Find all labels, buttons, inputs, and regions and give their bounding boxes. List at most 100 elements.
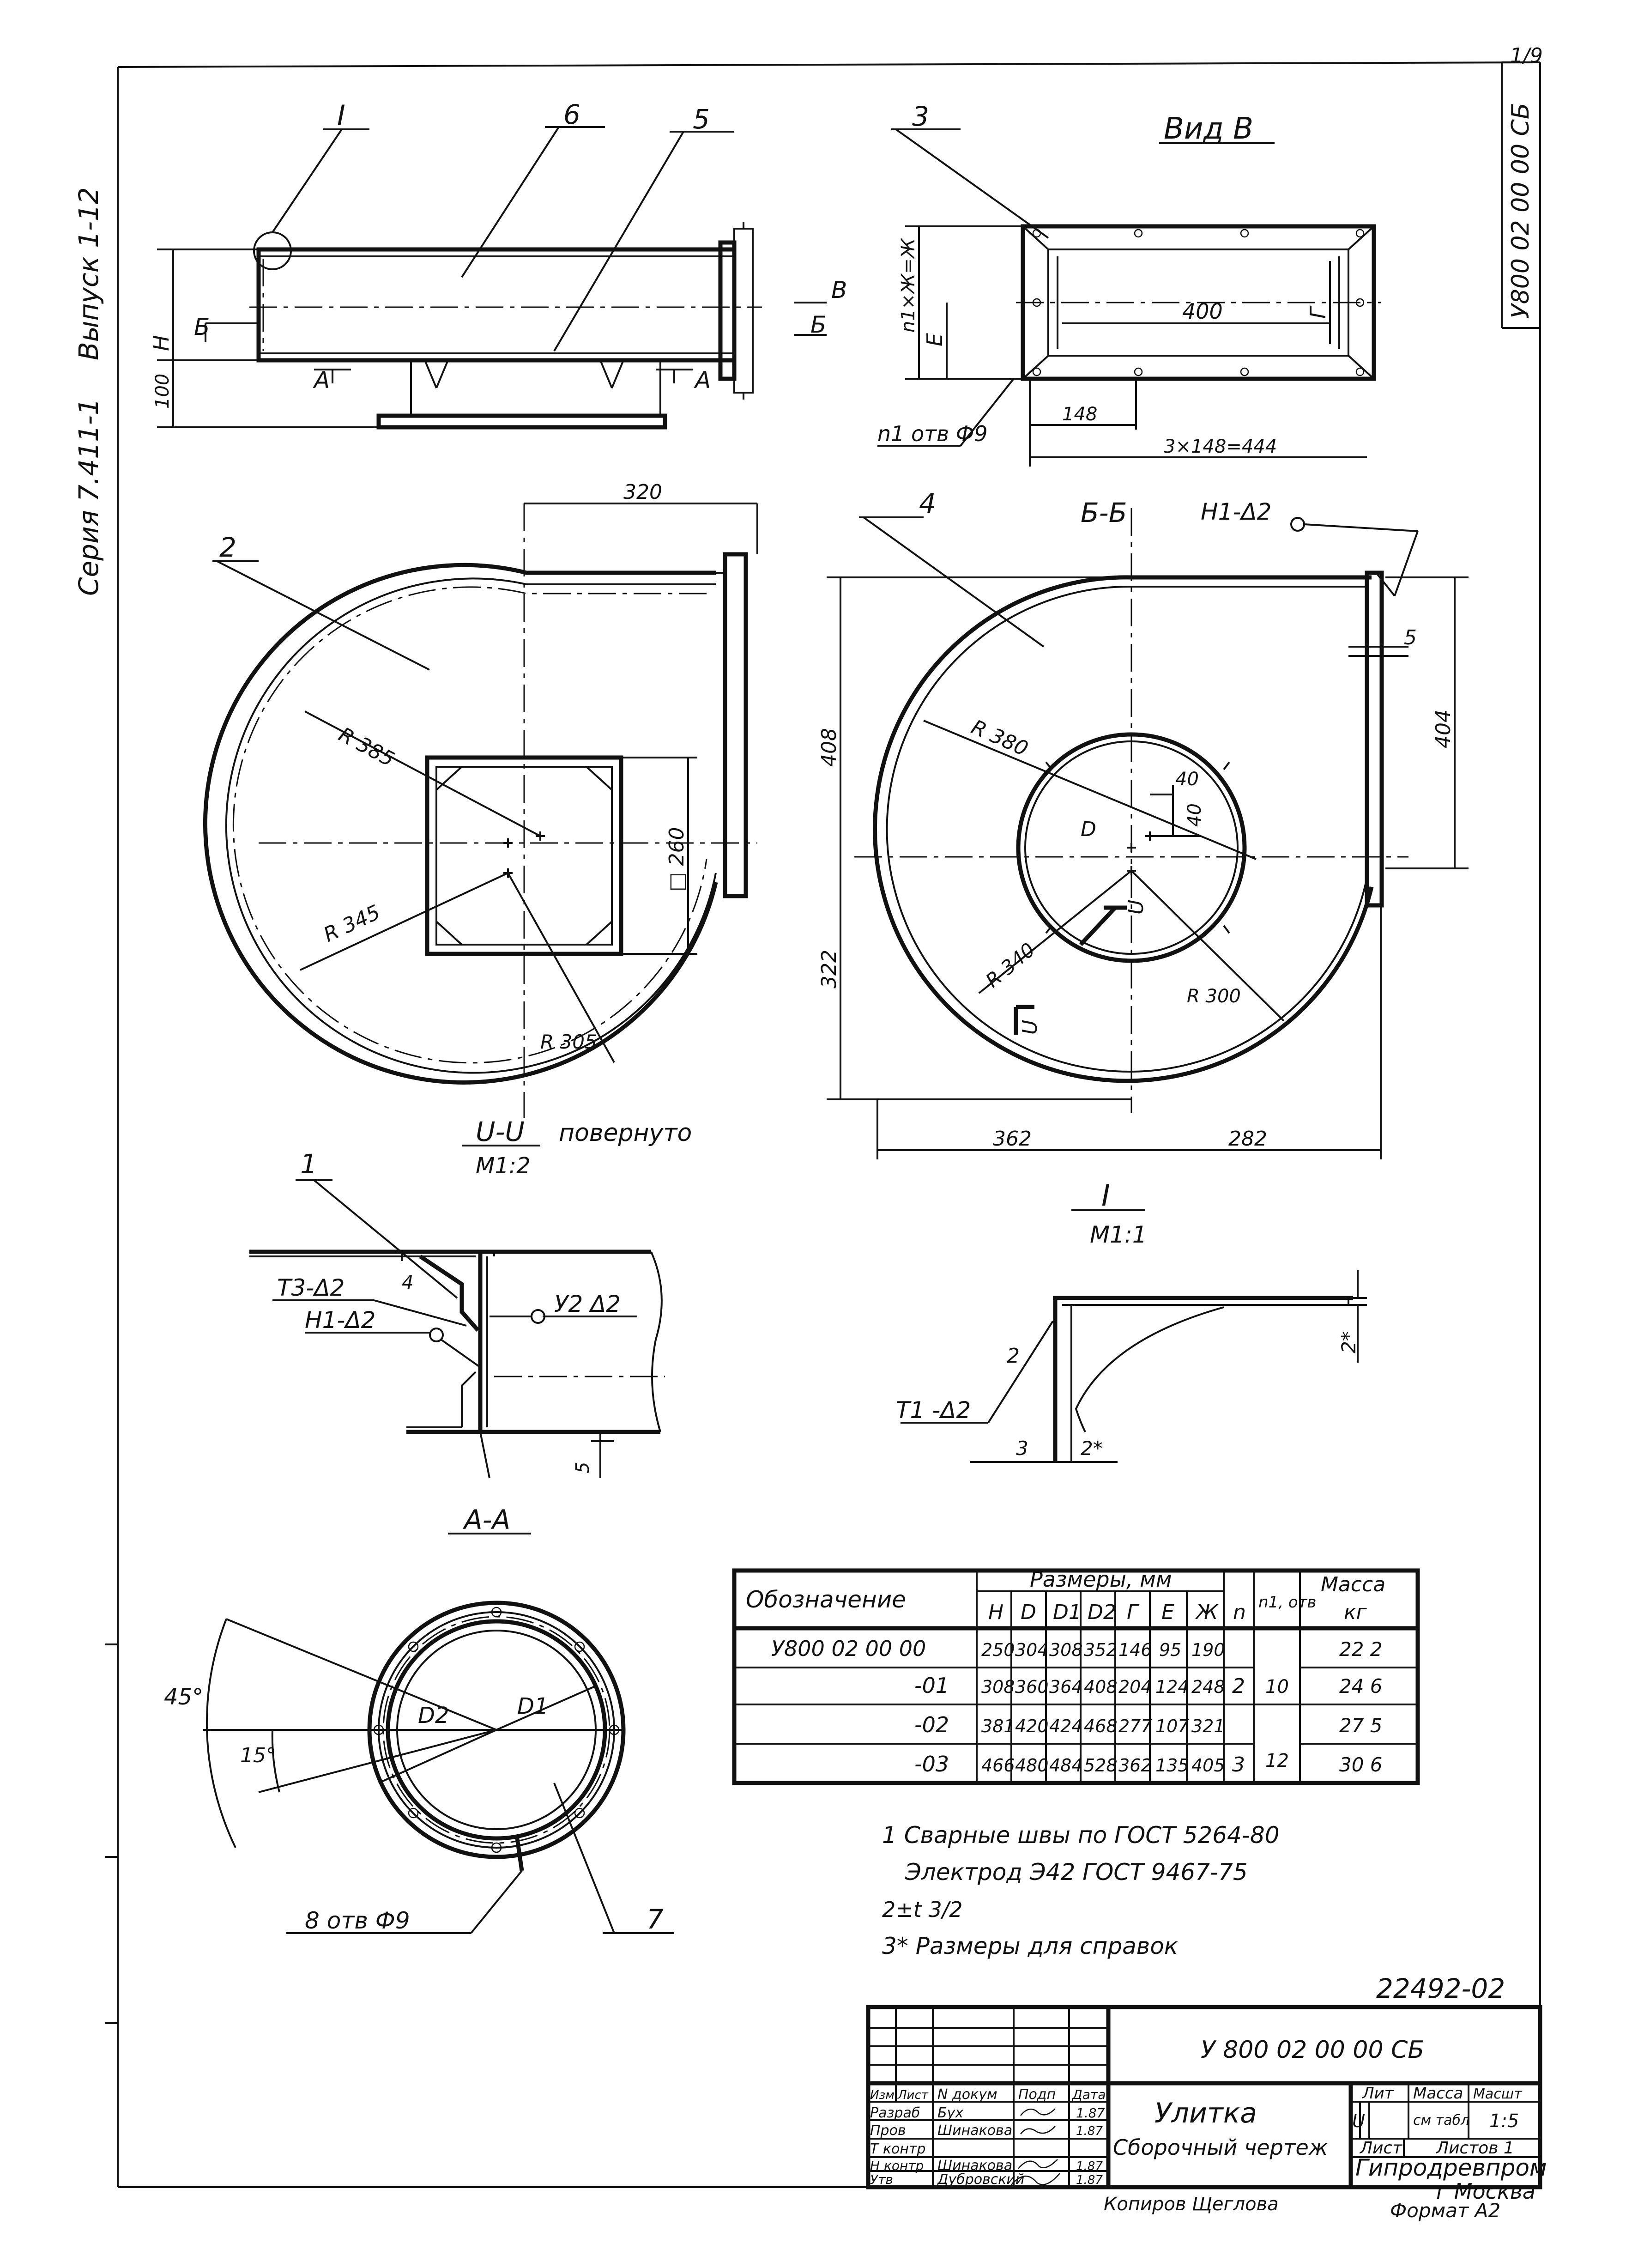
weld-h1-uu: Н1-Δ2 [305,1307,375,1334]
arrow-B-label: В [831,277,847,303]
row2-designation: -01 [914,1673,949,1698]
side-view [157,126,827,430]
table-header-n: n [1233,1601,1246,1624]
part-2-label: 2 [219,532,236,563]
dim-E: Е [922,333,947,346]
radius-340: R 340 [981,938,1039,992]
part-3-label: 3 [912,101,929,132]
series-label: Серия 7.411-1 [73,398,104,596]
dim-D: D [1081,818,1096,841]
stamp-r4-role: Н контр [870,2158,924,2173]
row3-mass: 27 5 [1339,1714,1383,1737]
row3-designation: -02 [914,1712,949,1737]
stamp-h-lit: Лит [1361,2084,1394,2103]
stamp-masht: 1:5 [1489,2110,1519,2132]
row2-D: 360 [1015,1677,1049,1697]
row1-E: 95 [1159,1640,1181,1660]
row3-D: 420 [1015,1716,1049,1736]
note-3: 3* Размеры для справок [882,1933,1178,1959]
dim-400: 400 [1182,299,1223,324]
angle-45: 45° [164,1684,203,1710]
cut-A-left: А [313,367,330,394]
part-7-label: 7 [647,1904,664,1935]
table-header-sizes: Размеры, мм [1030,1567,1172,1592]
row4-D2: 528 [1084,1755,1118,1776]
stamp-org: Гипродревпром [1355,2154,1547,2181]
stamp-h-list: Лист [897,2088,929,2102]
row4-E: 135 [1155,1755,1189,1776]
stamp-r5-name: Дубровский [937,2171,1024,2188]
n1-group1: 10 [1265,1676,1289,1698]
left-tick-marks [105,1643,118,2024]
table-header-designation: Обозначение [746,1586,906,1613]
row2-Zh: 248 [1191,1677,1225,1697]
table-header: Обозначение Размеры, мм H D D1 D2 Г Е Ж … [746,1567,1385,1624]
section-bb-title: Б-Б [1081,497,1127,528]
table-col-H: H [988,1601,1003,1624]
dim-H: H [149,335,174,351]
front-view [203,503,758,1118]
holes-n1: n1 отв Ф9 [877,421,988,446]
radius-385: R 385 [335,723,398,771]
row2-H: 308 [981,1677,1015,1697]
cut-U-lower: U [1018,1020,1042,1035]
stamp-h-data: Дата [1071,2087,1106,2102]
section-uu-note: повернуто [559,1119,692,1147]
radius-300: R 300 [1187,986,1241,1007]
section-aa [203,1533,674,1934]
stamp-lit: U [1352,2111,1365,2131]
part-6-label: 6 [563,99,580,130]
section-aa-title: А-А [462,1504,510,1535]
radius-380: R 380 [968,715,1032,761]
section-bb [827,508,1469,1159]
weld-u2: У2 Δ2 [554,1291,621,1317]
holes-8: 8 отв Ф9 [305,1907,410,1934]
stamp-r3-role: Т контр [870,2141,925,2157]
row2-E: 124 [1155,1677,1189,1697]
detail-i [901,1209,1367,1463]
stamp-r5-role: Утв [870,2172,893,2187]
cut-B-right: Б [810,311,826,338]
section-uu-title: U-U [476,1116,525,1147]
row4-mass: 30 6 [1339,1753,1383,1776]
stamp-sheet: Лист [1359,2139,1402,2158]
row4-G: 362 [1118,1755,1152,1776]
row1-Zh: 190 [1191,1640,1225,1660]
page-number: 1/9 [1510,44,1543,67]
view-b [877,128,1381,467]
table-row: -02 381 420 424 468 277 107 321 27 5 [914,1712,1383,1737]
row3-H: 381 [981,1716,1015,1736]
dim-3: 3 [1016,1437,1028,1460]
stamp-massa: см табл [1413,2112,1469,2129]
vertical-code: У800 02 00 00 СБ [1507,103,1535,319]
detail-i-title: I [1101,1179,1110,1213]
dim-5-uu: 5 [572,1462,593,1474]
note-1: 1 Сварные швы по ГОСТ 5264-80 [882,1822,1280,1849]
dim-100: 100 [152,374,173,409]
title-block [866,2005,1542,2189]
table-col-E: Е [1161,1601,1174,1624]
stamp-h-massa: Масса [1413,2084,1463,2103]
stamp-city: г Москва [1436,2179,1535,2204]
view-b-holes [1032,229,1365,376]
stamp-r4-date: 1.87 [1076,2159,1103,2173]
row1-mass: 22 2 [1339,1638,1383,1661]
part-1-label: 1 [300,1148,317,1180]
stamp-format: Формат А2 [1390,2199,1500,2222]
stamp-name: Улитка [1154,2097,1257,2129]
row4-H: 466 [981,1755,1015,1776]
cut-B-left: Б [194,314,210,340]
row4-D: 480 [1015,1755,1049,1776]
table-col-G: Г [1127,1601,1140,1624]
table-row: У800 02 00 00 250 304 308 352 146 95 190… [771,1636,1383,1661]
dim-362: 362 [993,1127,1032,1151]
stamp-copied: Копиров Щеглова [1104,2194,1279,2215]
row1-D1: 308 [1049,1640,1083,1660]
dim-320: 320 [623,480,662,504]
n1-group2: 12 [1265,1750,1289,1771]
cut-A-right: А [694,367,711,394]
dim-408: 408 [817,728,841,767]
stamp-r2-date: 1.87 [1076,2124,1103,2138]
row3-E: 107 [1155,1716,1189,1736]
row2-D2: 408 [1084,1677,1118,1697]
